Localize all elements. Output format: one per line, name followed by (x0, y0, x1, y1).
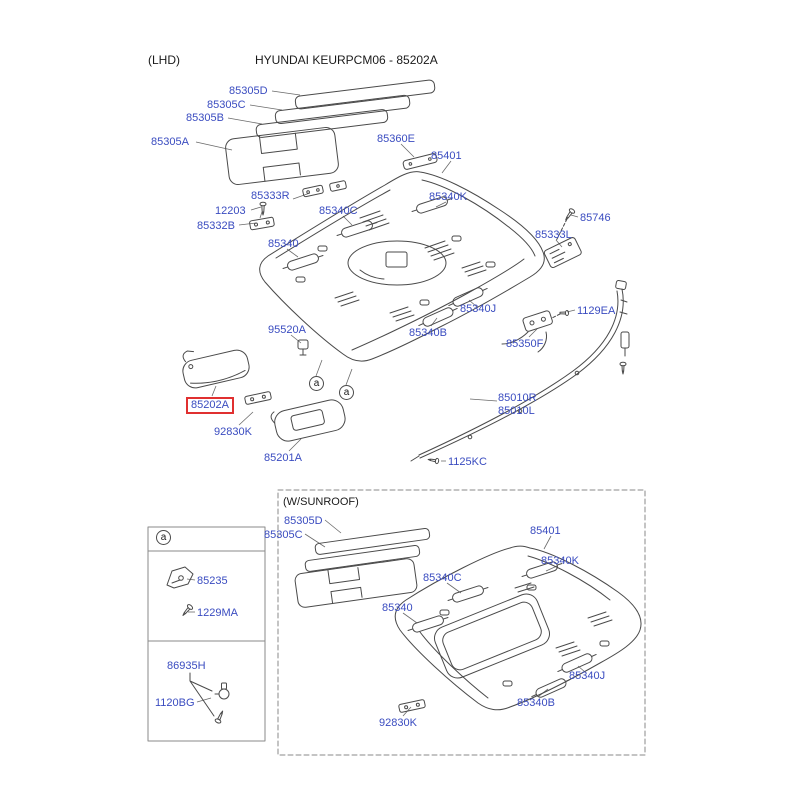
part-label-sunroof-85401[interactable]: 85401 (530, 525, 561, 537)
part-label-main-85332b[interactable]: 85332B (197, 220, 235, 232)
part-label-main-85401[interactable]: 85401 (431, 150, 462, 162)
detail-box-drawing (147, 526, 266, 742)
marker-a-circle-2: a (339, 385, 354, 400)
marker-a-circle-box: a (156, 530, 171, 545)
part-label-main-12203[interactable]: 12203 (215, 205, 246, 217)
part-label-main-85010r[interactable]: 85010R (498, 392, 537, 404)
part-label-sunroof-85340j[interactable]: 85340J (569, 670, 606, 682)
part-label-sunroof-85340k[interactable]: 85340K (541, 555, 579, 567)
main-headliner-drawing (259, 171, 545, 362)
part-label-main-1125kc[interactable]: 1125KC (448, 456, 487, 468)
part-label-main-85746[interactable]: 85746 (580, 212, 611, 224)
part-label-main-85340j[interactable]: 85340J (460, 303, 497, 315)
part-label-box-1120bg[interactable]: 1120BG (155, 697, 195, 709)
part-label-sunroof-92830k[interactable]: 92830K (379, 717, 417, 729)
part-label-box-86935h[interactable]: 86935H (167, 660, 206, 672)
part-label-main-85201a[interactable]: 85201A (264, 452, 302, 464)
part-label-sunroof-85340[interactable]: 85340 (382, 602, 413, 614)
sun-visors-drawing (182, 349, 346, 442)
part-label-main-85340k[interactable]: 85340K (429, 191, 467, 203)
part-label-main-85305d[interactable]: 85305D (229, 85, 268, 97)
curtain-airbag-drawing (410, 280, 630, 465)
part-label-box-85235[interactable]: 85235 (197, 575, 228, 587)
part-label-main-85305c[interactable]: 85305C (207, 99, 246, 111)
part-label-sunroof-85305c[interactable]: 85305C (264, 529, 303, 541)
marker-a-circle-1: a (309, 376, 324, 391)
part-label-sunroof-85340c[interactable]: 85340C (423, 572, 462, 584)
part-label-main-85340c[interactable]: 85340C (319, 205, 358, 217)
part-label-sunroof-85340b[interactable]: 85340B (517, 697, 555, 709)
part-label-main-85010l[interactable]: 85010L (498, 405, 535, 417)
sunroof-box-drawing (277, 489, 646, 756)
part-label-main-85202a-highlighted[interactable]: 85202A (186, 397, 234, 414)
part-label-main-1129ea[interactable]: 1129EA (577, 305, 616, 317)
part-label-main-85333l[interactable]: 85333L (535, 229, 572, 241)
part-label-sunroof-85305d[interactable]: 85305D (284, 515, 323, 527)
part-label-main-85305b[interactable]: 85305B (186, 112, 224, 124)
small-parts-drawing (249, 180, 582, 356)
part-label-main-92830k[interactable]: 92830K (214, 426, 252, 438)
headliner-pads-drawing (225, 79, 438, 186)
part-label-main-95520a[interactable]: 95520A (268, 324, 306, 336)
part-label-box-1229ma[interactable]: 1229MA (197, 607, 238, 619)
part-label-main-85305a[interactable]: 85305A (151, 136, 189, 148)
part-label-main-85340[interactable]: 85340 (268, 238, 299, 250)
part-label-main-85350f[interactable]: 85350F (506, 338, 544, 350)
sunroof-caption: (W/SUNROOF) (283, 496, 359, 508)
part-label-main-85340b[interactable]: 85340B (409, 327, 447, 339)
drive-variant-label: (LHD) (148, 53, 180, 67)
page-title: HYUNDAI KEURPCM06 - 85202A (255, 53, 438, 67)
part-label-main-85333r[interactable]: 85333R (251, 190, 290, 202)
part-label-main-85360e[interactable]: 85360E (377, 133, 415, 145)
assist-handles-drawing (282, 196, 488, 327)
